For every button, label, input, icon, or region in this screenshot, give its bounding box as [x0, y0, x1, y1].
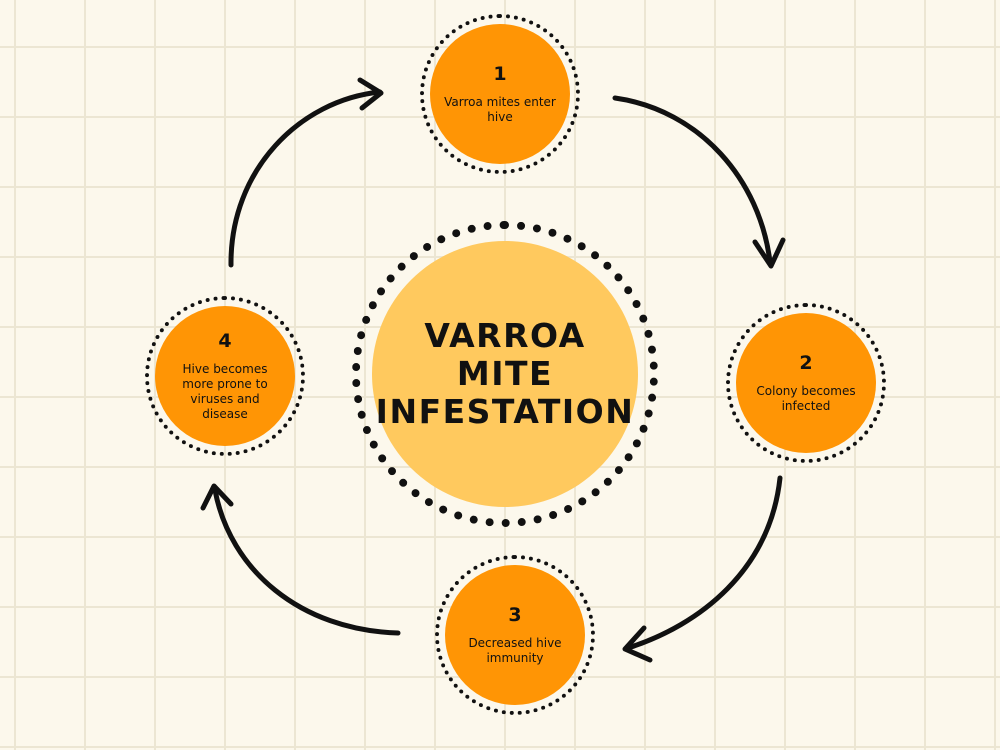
step1-text: Varroa mites enter hive — [444, 95, 556, 124]
step3-text: Decreased hive immunity — [468, 636, 562, 665]
arrowhead-step1 — [357, 77, 384, 111]
step1-node: 1 Varroa mites enter hive — [430, 24, 570, 164]
step4-number: 4 — [218, 330, 232, 352]
step2-text: Colony becomes infected — [756, 384, 856, 413]
arrow-step1-to-step2 — [612, 95, 773, 265]
step2-node: 2 Colony becomes infected — [736, 313, 876, 453]
step2-number: 2 — [799, 352, 813, 374]
center-title: VARROA MITE INFESTATION — [375, 316, 635, 431]
step3-node: 3 Decreased hive immunity — [445, 565, 585, 705]
arrow-step4-to-step1 — [228, 89, 383, 268]
step2-dotted-ring — [726, 303, 886, 463]
arrowhead-step4 — [200, 483, 234, 511]
arrow-step2-to-step3 — [625, 475, 783, 651]
arrowhead-step2 — [752, 237, 786, 269]
center-dotted-ring — [352, 221, 658, 527]
arrow-step3-to-step4 — [212, 487, 401, 636]
step3-number: 3 — [508, 604, 522, 626]
step1-dotted-ring — [420, 14, 580, 174]
step4-text: Hive becomes more prone to viruses and d… — [182, 362, 268, 421]
step4-node: 4 Hive becomes more prone to viruses and… — [155, 306, 295, 446]
step4-dotted-ring — [145, 296, 305, 456]
center-node: VARROA MITE INFESTATION — [372, 241, 638, 507]
arrowhead-step3 — [622, 625, 653, 663]
step1-number: 1 — [493, 63, 507, 85]
step3-dotted-ring — [435, 555, 595, 715]
